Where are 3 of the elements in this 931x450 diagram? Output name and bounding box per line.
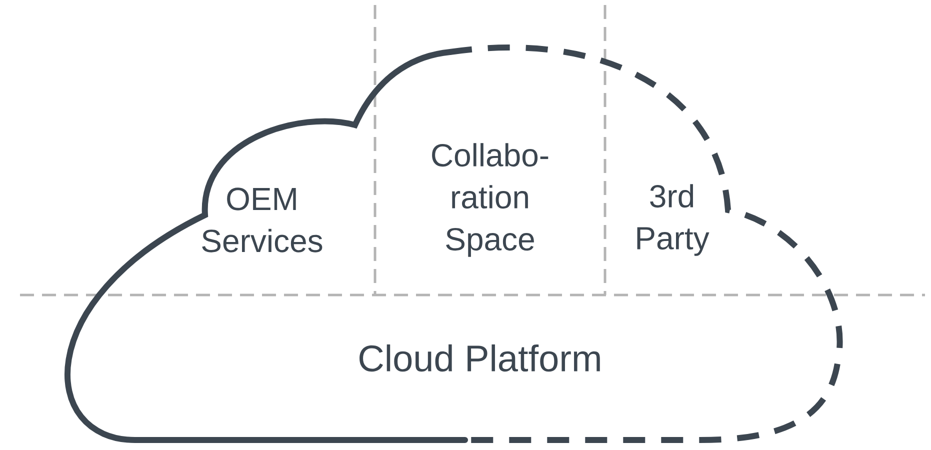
region-label: Collabo- ration Space — [432, 143, 548, 257]
region-label: 3rd Party — [637, 184, 710, 256]
region-label: OEM Services — [202, 188, 322, 252]
